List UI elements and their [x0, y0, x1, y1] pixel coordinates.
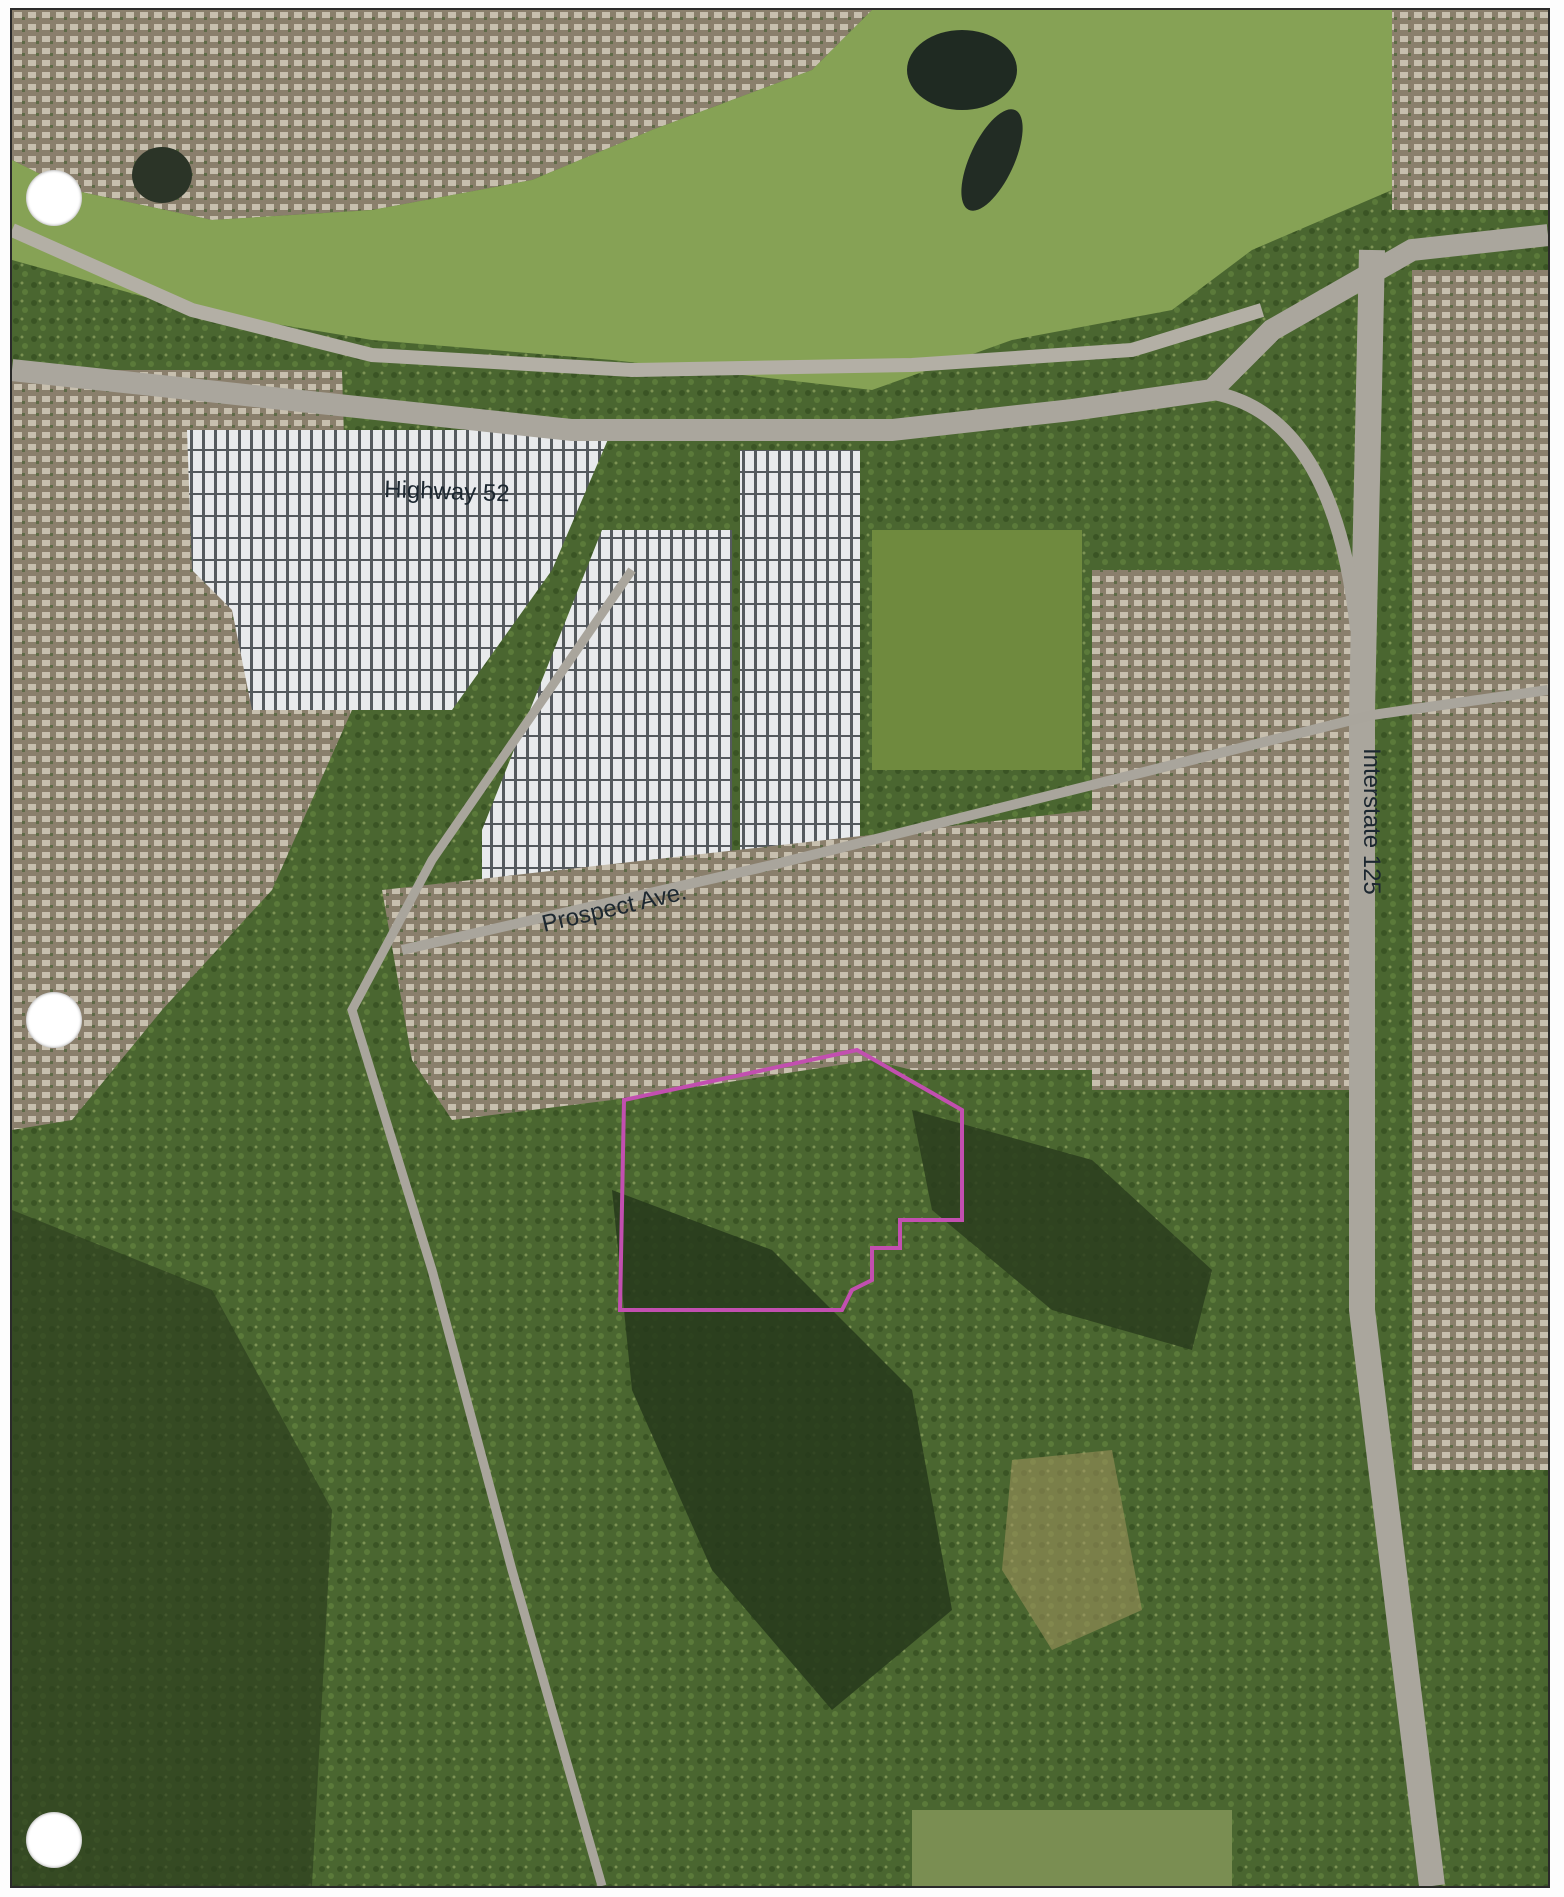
lake [907, 30, 1017, 110]
highway-52-label: Highway 52 [384, 476, 510, 507]
interchange-ramp [1181, 383, 1364, 631]
project-site-outline[interactable] [617, 1047, 964, 1312]
highway-52-road [12, 224, 1548, 441]
bare-slope [1002, 1450, 1142, 1650]
central-neighborhood [382, 810, 1092, 1120]
golf-course [12, 10, 1392, 390]
ridge-shadow-2 [912, 1110, 1212, 1350]
south-fields [912, 1810, 1232, 1886]
punch-hole-middle [26, 992, 82, 1048]
pond [961, 109, 1023, 211]
far-east-neighborhood [1412, 270, 1548, 1470]
northeast-neighborhood [1392, 10, 1548, 210]
north-neighborhood [12, 10, 872, 220]
mobile-home-park-center [482, 530, 732, 910]
interstate-125-road [1349, 249, 1445, 1886]
east-neighborhood [1092, 570, 1352, 1090]
west-arterial-road [347, 567, 636, 1886]
punch-hole-top [26, 170, 82, 226]
highway-52-north-lanes [12, 223, 1265, 378]
punch-hole-bottom [26, 1812, 82, 1868]
aerial-map[interactable]: Highway 52 Prospect Ave. Interstate 125 [10, 8, 1550, 1888]
prospect-ave-road [400, 685, 1548, 955]
ridge-shadow-3 [12, 1210, 332, 1886]
interstate-125-label: Interstate 125 [1358, 748, 1385, 895]
small-pond [132, 147, 192, 203]
mobile-home-park-west [187, 430, 612, 710]
ridge-shadow-1 [612, 1190, 952, 1710]
mobile-home-park-east [740, 450, 860, 860]
open-field [872, 530, 1082, 770]
